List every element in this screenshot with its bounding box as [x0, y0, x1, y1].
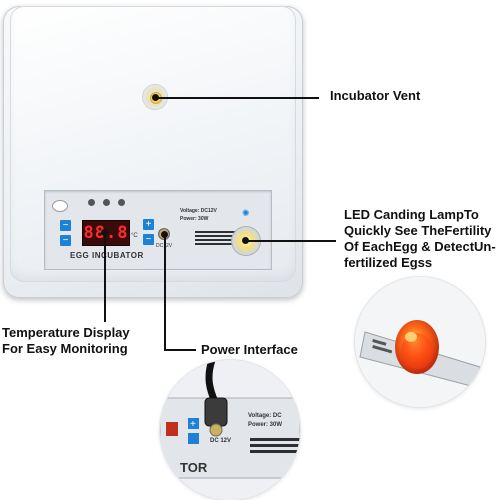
temp-callout-dot [101, 229, 108, 236]
power-callout-line-vertical [164, 235, 166, 350]
power-indicator-icon [118, 199, 125, 206]
logo-badge-icon [52, 200, 68, 212]
temp-callout-line [104, 233, 106, 322]
vent-label: Incubator Vent [330, 88, 421, 103]
power-inset-graphic: + [160, 360, 300, 500]
temp-label-line-1: Temperature Display [2, 325, 130, 340]
inset-title-fragment: TOR [180, 460, 208, 475]
candling-inset [355, 277, 485, 407]
led-label-line-3: Of EachEgg & DetectUn- [344, 239, 496, 254]
turn-indicator-icon [103, 199, 110, 206]
power-callout-dot [161, 231, 168, 238]
power-callout-line-horizontal [164, 349, 196, 351]
set-button[interactable]: − [60, 220, 71, 231]
temperature-display: 88.8 [82, 220, 130, 246]
power-spec: Power: 30W [180, 216, 209, 222]
plus-button[interactable]: + [143, 219, 154, 230]
led-label-line-2: Quickly See TheFertility [344, 223, 492, 238]
inset-voltage-spec: Voltage: DC [248, 413, 282, 419]
candling-inset-graphic [355, 277, 485, 407]
heat-indicator-icon [88, 199, 95, 206]
mode-button[interactable]: − [60, 235, 71, 246]
minus-button[interactable]: − [143, 234, 154, 245]
inset-power-spec: Power: 30W [248, 422, 283, 428]
lamp-icon: ✺ [242, 208, 250, 218]
temp-label: Temperature Display For Easy Monitoring [2, 325, 130, 357]
power-label: Power Interface [201, 342, 298, 357]
led-label-line-1: LED Canding LampTo [344, 207, 479, 222]
panel-title: EGG INCUBATOR [70, 251, 144, 260]
lamp-callout-line [246, 240, 336, 242]
inset-port-label: DC 12V [210, 438, 232, 444]
led-label-line-4: fertilized Egss [344, 255, 433, 270]
voltage-spec: Voltage: DC12V [180, 208, 217, 214]
led-label: LED Canding LampTo Quickly See TheFertil… [344, 207, 500, 271]
temp-label-line-2: For Easy Monitoring [2, 341, 128, 356]
power-inset: + Voltage: DC Power: 30W DC 12V TOR [160, 360, 300, 500]
vent-callout-line [155, 97, 319, 99]
unit-label: °C [131, 233, 138, 239]
lamp-callout-dot [242, 237, 249, 244]
svg-text:+: + [190, 419, 196, 430]
